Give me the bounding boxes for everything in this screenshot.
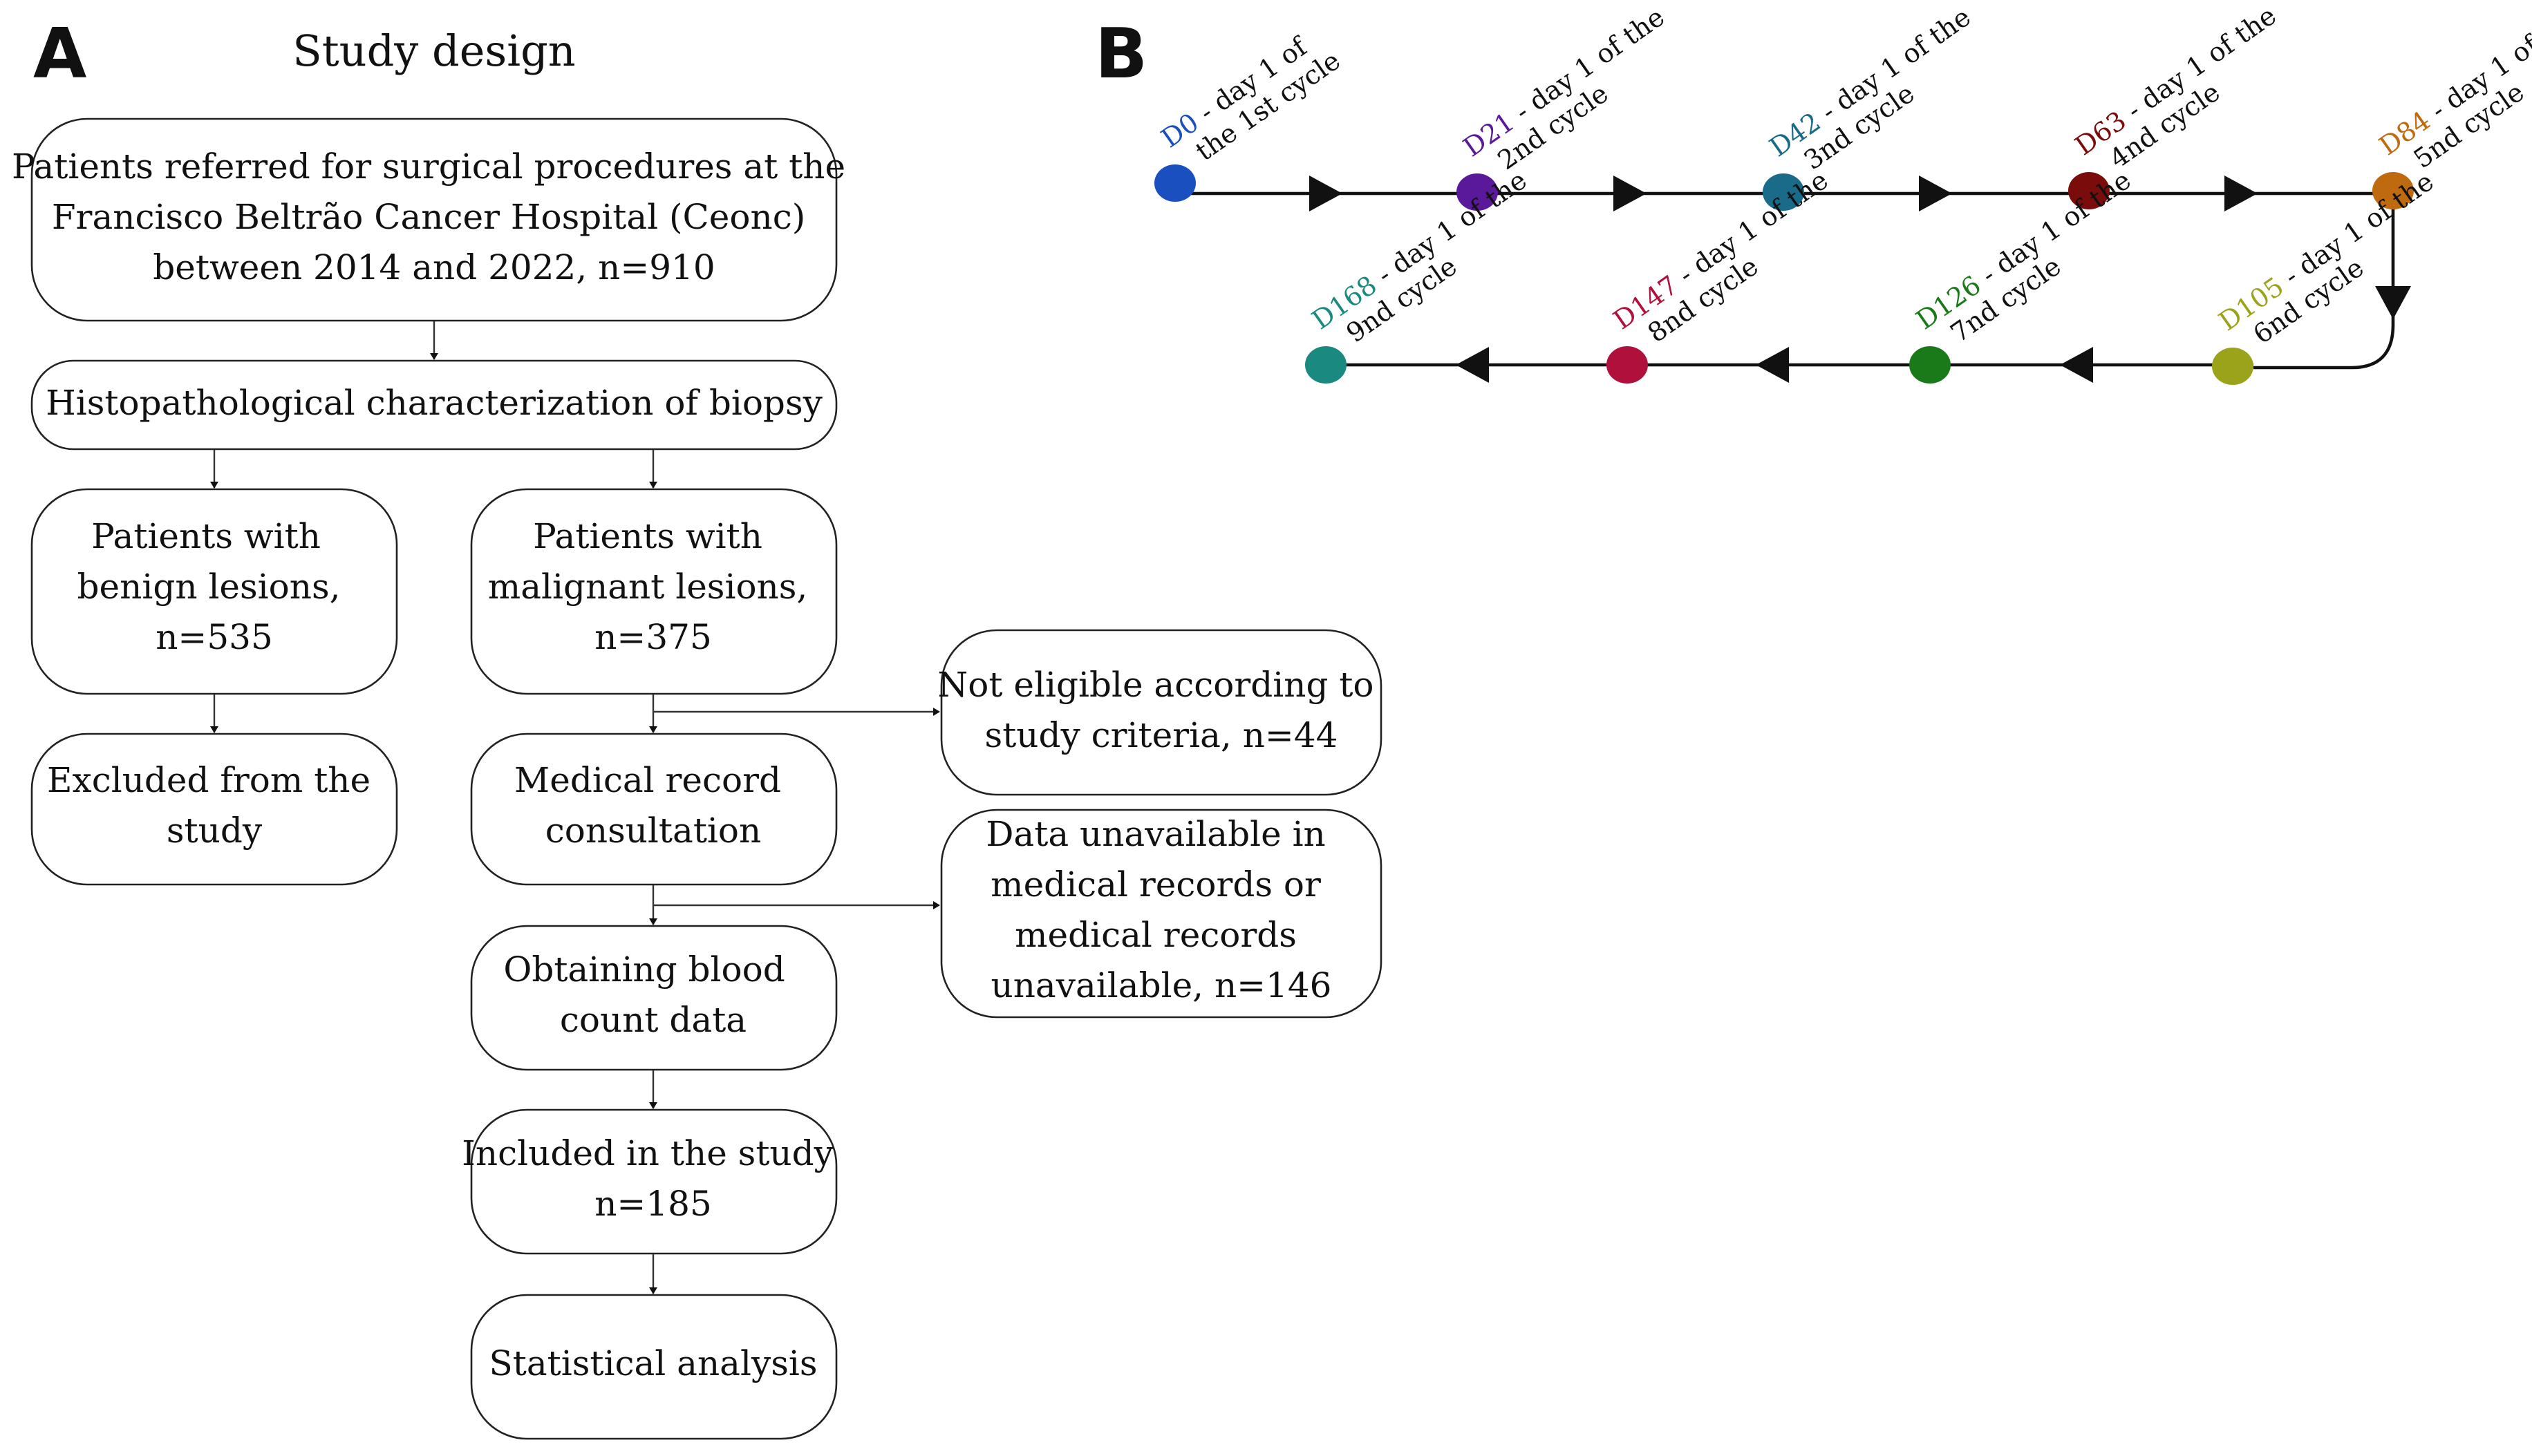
timeline-label: D0 - day 1 ofthe 1st cycle	[1156, 20, 1346, 178]
box-benign-text: Patients with benign lesions, n=535	[77, 516, 352, 657]
arrow-d63-d84	[2224, 176, 2258, 211]
timeline-node-d0: D0 - day 1 ofthe 1st cycle	[1154, 20, 1346, 202]
arrow-d21-d42	[1613, 176, 1647, 211]
timeline-dot	[2372, 172, 2414, 209]
arrowhead-included	[649, 1102, 657, 1109]
box-histopathology-text: Histopathological characterization of bi…	[46, 383, 823, 423]
arrowhead-record	[649, 726, 657, 733]
box-not-eligible: Not eligible according to study criteria…	[938, 629, 1385, 796]
timeline-node-d21: D21 - day 1 of the2nd cycle	[1456, 1, 1687, 211]
arrowhead-stats	[649, 1287, 657, 1294]
panel-a: A Study design	[12, 13, 1385, 1440]
timeline-label: D21 - day 1 of the2nd cycle	[1458, 1, 1687, 187]
arrow-d147-d168	[1456, 347, 1489, 383]
box-excluded: Excluded from the study	[30, 732, 398, 886]
timeline-label: D63 - day 1 of the4nd cycle	[2070, 0, 2299, 186]
timeline-node-d147: D147 - day 1 of the8nd cycle	[1606, 164, 1834, 384]
box-statistical-analysis: Statistical analysis	[470, 1294, 838, 1440]
box-data-unavailable-text: Data unavailable in medical records or m…	[986, 814, 1336, 1005]
arrow-d126-d147	[1756, 347, 1789, 383]
box-included: Included in the study n=185	[462, 1108, 845, 1255]
box-blood-count: Obtaining blood count data	[470, 925, 838, 1071]
box-medical-record: Medical record consultation	[470, 732, 838, 886]
box-data-unavailable: Data unavailable in medical records or m…	[940, 809, 1382, 1019]
timeline-dot	[2068, 172, 2110, 209]
box-excluded-text: Excluded from the study	[47, 760, 382, 851]
panel-b: B D0 - day 1 ofthe 1st cycle D21 - day 1 …	[1095, 0, 2532, 385]
timeline-turn	[2253, 200, 2395, 370]
arrowhead-benign	[210, 482, 218, 489]
box-included-text: Included in the study n=185	[462, 1133, 845, 1224]
timeline-dot	[1909, 346, 1951, 384]
flow-connectors	[210, 321, 940, 1294]
box-statistical-analysis-text: Statistical analysis	[489, 1343, 817, 1383]
box-malignant-text: Patients with malignant lesions, n=375	[488, 516, 818, 657]
box-referred: Patients referred for surgical procedure…	[12, 117, 856, 322]
timeline-dot	[1154, 164, 1196, 202]
arrow-d84-d105	[2375, 286, 2411, 319]
timeline-dot	[2212, 348, 2253, 385]
arrow-d105-d126	[2060, 347, 2093, 383]
box-not-eligible-text: Not eligible according to study criteria…	[938, 665, 1385, 755]
panel-a-letter: A	[33, 13, 86, 94]
box-histopathology: Histopathological characterization of bi…	[30, 359, 838, 451]
timeline-node-d105: D105 - day 1 of the6nd cycle	[2212, 166, 2439, 385]
timeline-node-d168: D168 - day 1 of the9nd cycle	[1305, 164, 1532, 384]
box-medical-record-text: Medical record consultation	[514, 760, 792, 851]
arrowhead-blood	[649, 918, 657, 925]
panel-a-title: Study design	[292, 26, 575, 76]
timeline-label: D84 - day 1 of the5nd cycle	[2374, 0, 2532, 186]
box-benign: Patients with benign lesions, n=535	[30, 488, 398, 695]
timeline-label: D42 - day 1 of the3nd cycle	[1764, 1, 1994, 187]
timeline-dot	[1763, 173, 1804, 211]
box-referred-text: Patients referred for surgical procedure…	[12, 146, 856, 287]
arrowhead-excluded	[210, 726, 218, 733]
timeline-dot	[1305, 346, 1347, 384]
box-malignant: Patients with malignant lesions, n=375	[470, 488, 838, 695]
arrowhead-unavailable	[933, 901, 940, 909]
timeline-dot	[1456, 173, 1498, 211]
timeline-node-d126: D126 - day 1 of the7nd cycle	[1909, 164, 2137, 384]
arrow-d42-d63	[1919, 176, 1952, 211]
timeline-dot	[1606, 346, 1648, 384]
arrowhead-not-eligible	[933, 708, 940, 716]
arrowhead-histo	[430, 353, 438, 360]
timeline-node-d84: D84 - day 1 of the5nd cycle	[2372, 0, 2532, 209]
arrow-d0-d21	[1309, 176, 1342, 211]
box-blood-count-text: Obtaining blood count data	[503, 949, 796, 1040]
arrowhead-malignant	[649, 482, 657, 489]
panel-b-letter: B	[1095, 13, 1147, 94]
